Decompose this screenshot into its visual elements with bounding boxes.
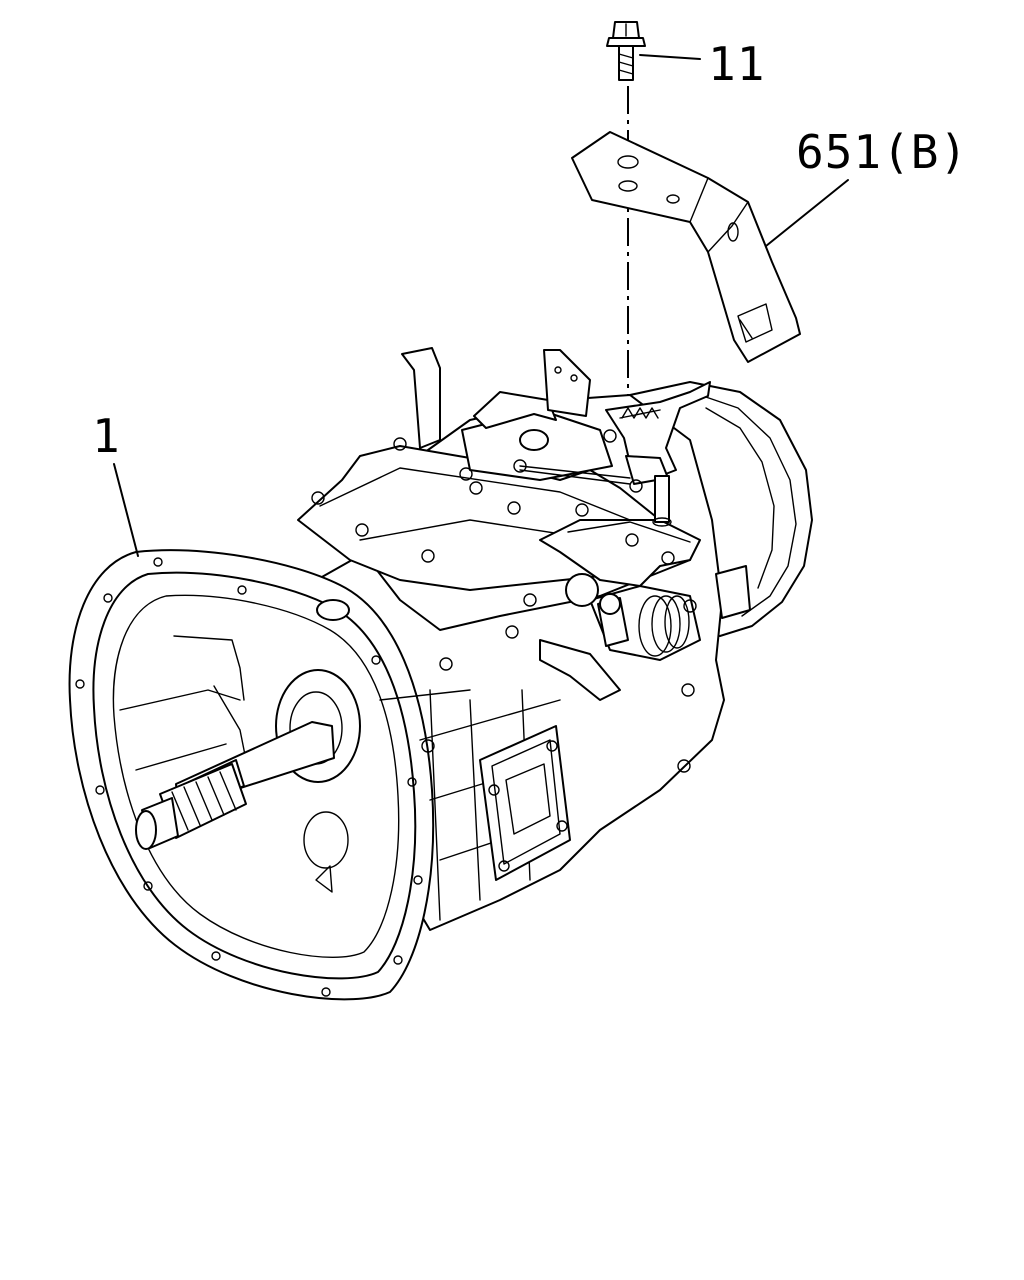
return-spring [621, 407, 659, 419]
callout-1: 1 [92, 409, 121, 463]
mounting-bracket[interactable] [571, 131, 801, 363]
flange-bolt[interactable] [606, 21, 646, 81]
case-bolts [311, 429, 697, 773]
transmission-assembly[interactable] [68, 347, 813, 1001]
leader-line-651b [765, 179, 849, 247]
leader-line-1 [113, 463, 139, 557]
flange-bolt-holes [75, 557, 423, 997]
callout-11: 11 [708, 37, 765, 91]
callout-651b: 651(B) [796, 125, 968, 179]
side-cover-plate [479, 725, 571, 881]
clutch-slave-cylinder [539, 565, 751, 701]
leader-line-11 [639, 54, 701, 60]
